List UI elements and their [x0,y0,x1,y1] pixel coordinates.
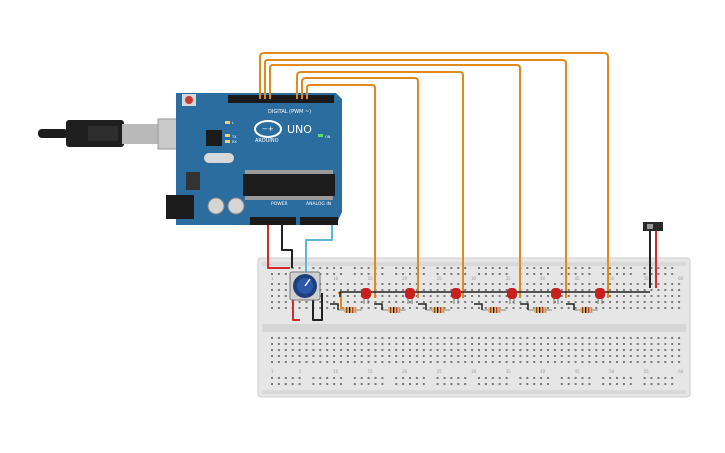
column-label: 45 [575,369,581,374]
atmega-chip [243,174,335,196]
column-label: 55 [644,276,650,281]
column-label: 30 [471,369,477,374]
column-label: 30 [471,276,477,281]
breadboard-column-labels: 1 1 55 10 10 15 15 20 20 25 25 30 30 35 35 40 40 45 45 50 50… [271,276,684,374]
led-group [361,288,605,304]
resistor[interactable] [418,303,450,313]
crystal-oscillator [204,153,234,163]
on-label: ON [325,135,331,139]
column-label: 60 [678,276,684,281]
model-label: UNO [287,123,312,136]
analog-header [300,217,338,225]
column-label: 20 [402,276,408,281]
column-label: 15 [368,369,374,374]
column-label: 25 [437,276,443,281]
column-label: 20 [402,369,408,374]
column-label: 15 [368,276,374,281]
column-label: 50 [609,369,615,374]
column-label: 5 [299,369,302,374]
slide-switch[interactable] [643,222,663,231]
led[interactable] [551,288,561,304]
analog-header-label: ANALOG IN [306,201,331,207]
signal-wires[interactable] [259,52,609,309]
brand-label: ARDUINO [255,138,279,144]
tx-label: TX [231,135,237,139]
svg-text:−+: −+ [262,125,274,133]
column-label: 45 [575,276,581,281]
column-label: 1 [271,369,274,374]
column-label: 40 [540,369,546,374]
rx-label: RX [232,140,237,144]
usb-cable [38,118,195,150]
digital-header-label: DIGITAL (PWM ~) [268,109,311,115]
resistor[interactable] [330,303,362,313]
breadboard[interactable]: 1 1 55 10 10 15 15 20 20 25 25 30 30 35 35 40 40 45 45 50 50… [257,257,691,398]
column-label: 25 [437,369,443,374]
resistor[interactable] [566,303,598,313]
led[interactable] [405,288,415,304]
column-label: 60 [678,369,684,374]
led[interactable] [507,288,517,304]
resistor[interactable] [374,303,406,313]
l-label: L [232,121,234,125]
power-header-label: POWER [271,201,288,207]
column-label: 50 [609,276,615,281]
led[interactable] [451,288,461,304]
column-label: 1 [271,276,274,281]
arduino-uno-board[interactable]: DIGITAL (PWM ~) −+ UNO ARDUINO TX RX L O… [166,93,342,225]
power-header [250,217,296,225]
digital-header [228,95,334,103]
column-label: 10 [333,369,339,374]
led[interactable] [361,288,371,304]
column-label: 40 [540,276,546,281]
breadboard-holes [271,267,681,385]
column-label: 55 [644,369,650,374]
potentiometer[interactable] [289,271,321,301]
arduino-logo-icon [254,120,282,138]
power-jack [166,195,194,219]
column-label: 10 [333,276,339,281]
column-label: 35 [506,276,512,281]
column-label: 35 [506,369,512,374]
led[interactable] [595,288,605,304]
resistor[interactable] [520,303,552,313]
resistor[interactable] [474,303,506,313]
resistor-group [330,303,598,313]
